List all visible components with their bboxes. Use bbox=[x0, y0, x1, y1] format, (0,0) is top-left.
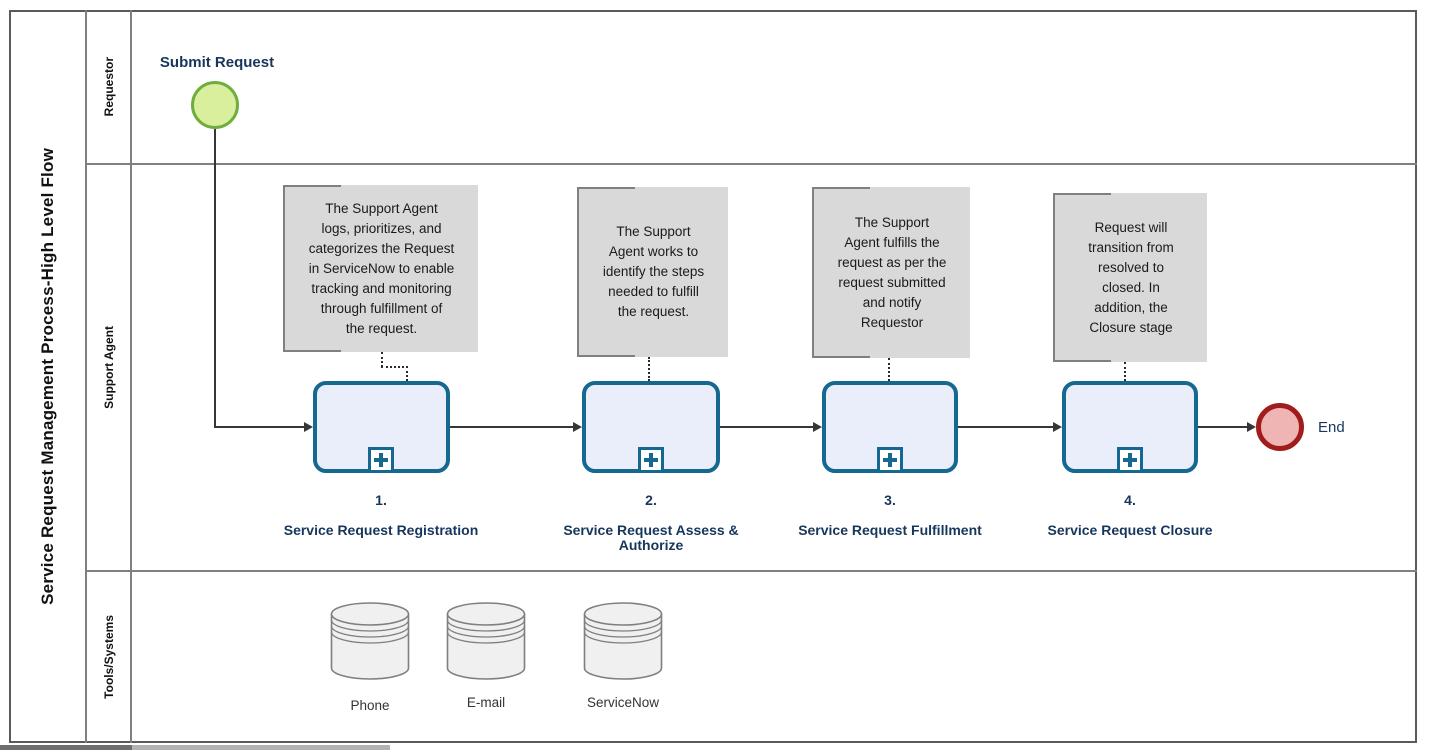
annotation-task3: The Support Agent fulfills the request a… bbox=[812, 187, 970, 358]
lane-requestor: Requestor bbox=[87, 12, 130, 162]
task-3-label: 3. Service Request Fulfillment bbox=[790, 478, 990, 538]
start-event-label: Submit Request bbox=[159, 54, 275, 71]
lane-tools-systems-label: Tools/Systems bbox=[101, 614, 116, 699]
annotation-task2-text: The Support Agent works to identify the … bbox=[602, 224, 705, 319]
lane-divider-support-tools bbox=[85, 570, 1417, 572]
sequence-flow-start-horizontal bbox=[214, 426, 304, 428]
sequence-flow-task3-task4 bbox=[958, 426, 1053, 428]
subprocess-plus-icon bbox=[368, 447, 394, 473]
association-task3 bbox=[888, 358, 890, 381]
end-event bbox=[1256, 403, 1304, 451]
association-task1-seg1 bbox=[381, 352, 383, 367]
datastore-phone-label: Phone bbox=[350, 698, 390, 713]
arrowhead-icon bbox=[813, 422, 822, 432]
pool-title: Service Request Management Process-High … bbox=[38, 148, 57, 605]
task-1-number: 1. bbox=[375, 492, 387, 508]
annotation-task1: The Support Agent logs, prioritizes, and… bbox=[283, 185, 478, 352]
annotation-task4-text: Request will transition from resolved to… bbox=[1088, 219, 1174, 335]
arrowhead-icon bbox=[573, 422, 582, 432]
pool-border bbox=[9, 10, 1417, 743]
task-2-label: 2. Service Request Assess & Authorize bbox=[541, 478, 761, 553]
arrowhead-icon bbox=[1053, 422, 1062, 432]
annotation-task4: Request will transition from resolved to… bbox=[1053, 193, 1207, 362]
subprocess-plus-icon bbox=[1117, 447, 1143, 473]
association-task1-seg3 bbox=[406, 366, 408, 381]
lane-requestor-label: Requestor bbox=[101, 57, 116, 117]
pool-title-divider bbox=[85, 10, 87, 743]
datastore-servicenow-label: ServiceNow bbox=[586, 695, 660, 710]
plus-icon bbox=[374, 453, 388, 467]
lane-divider-requestor-support bbox=[85, 163, 1417, 165]
plus-icon bbox=[644, 453, 658, 467]
datastore-servicenow-icon bbox=[583, 602, 663, 680]
subprocess-plus-icon bbox=[638, 447, 664, 473]
lane-support-agent: Support Agent bbox=[87, 165, 130, 569]
horizontal-scrollbar-thumb[interactable] bbox=[0, 745, 132, 750]
annotation-task3-text: The Support Agent fulfills the request a… bbox=[837, 214, 947, 330]
task-1-name: Service Request Registration bbox=[283, 522, 479, 538]
sequence-flow-task2-task3 bbox=[720, 426, 813, 428]
association-task4 bbox=[1124, 362, 1126, 381]
task-4-label: 4. Service Request Closure bbox=[1030, 478, 1230, 538]
arrowhead-icon bbox=[1247, 422, 1256, 432]
subprocess-plus-icon bbox=[877, 447, 903, 473]
association-task2 bbox=[648, 357, 650, 381]
pool-title-cell: Service Request Management Process-High … bbox=[11, 12, 85, 741]
task-4-number: 4. bbox=[1124, 492, 1136, 508]
start-event bbox=[191, 81, 239, 129]
task-3-number: 3. bbox=[884, 492, 896, 508]
lane-support-agent-label: Support Agent bbox=[101, 325, 116, 409]
sequence-flow-task4-end bbox=[1198, 426, 1247, 428]
task-2-number: 2. bbox=[645, 492, 657, 508]
lane-tools-systems: Tools/Systems bbox=[87, 572, 130, 741]
plus-icon bbox=[1123, 453, 1137, 467]
datastore-email-label: E-mail bbox=[466, 695, 506, 710]
task-2-name: Service Request Assess & Authorize bbox=[563, 522, 739, 553]
lane-label-divider bbox=[130, 10, 132, 743]
association-task1-seg2 bbox=[381, 366, 408, 368]
end-event-label: End bbox=[1318, 419, 1345, 436]
arrowhead-icon bbox=[304, 422, 313, 432]
horizontal-scrollbar-track[interactable] bbox=[132, 745, 390, 750]
task-4-name: Service Request Closure bbox=[1047, 522, 1213, 538]
plus-icon bbox=[883, 453, 897, 467]
sequence-flow-start-vertical bbox=[214, 129, 216, 427]
datastore-email-icon bbox=[446, 602, 526, 680]
annotation-task2: The Support Agent works to identify the … bbox=[577, 187, 728, 357]
sequence-flow-task1-task2 bbox=[450, 426, 573, 428]
task-1-label: 1. Service Request Registration bbox=[281, 478, 481, 538]
annotation-task1-text: The Support Agent logs, prioritizes, and… bbox=[308, 200, 455, 336]
task-3-name: Service Request Fulfillment bbox=[798, 522, 982, 538]
datastore-phone-icon bbox=[330, 602, 410, 680]
